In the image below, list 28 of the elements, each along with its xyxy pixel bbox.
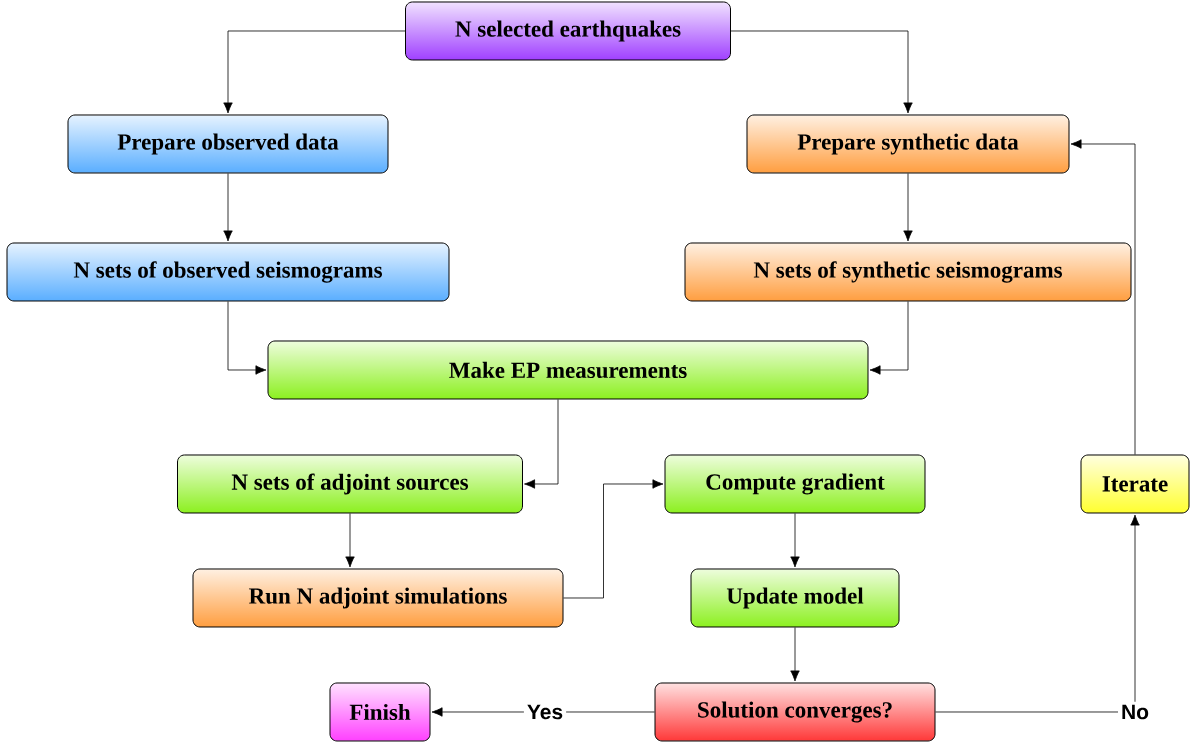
process-box: Finish	[329, 682, 431, 742]
arrow	[1070, 139, 1136, 455]
edge-label: Yes	[523, 701, 567, 723]
arrow	[524, 399, 559, 489]
arrow	[563, 479, 664, 599]
process-box: N sets of adjoint sources	[177, 454, 523, 514]
arrow	[903, 173, 913, 242]
process-box: Run N adjoint simulations	[192, 568, 564, 628]
arrow	[935, 514, 1140, 713]
process-box: Make EP measurements	[267, 340, 869, 400]
arrow	[223, 173, 233, 242]
process-box: N selected earthquakes	[405, 1, 731, 61]
process-box: Iterate	[1080, 454, 1190, 514]
arrow	[730, 30, 913, 114]
arrow	[345, 513, 355, 568]
process-box: Prepare synthetic data	[746, 114, 1070, 174]
process-box: Update model	[690, 568, 900, 628]
process-box: Prepare observed data	[67, 114, 389, 174]
arrow	[223, 30, 406, 114]
arrow	[227, 301, 267, 375]
arrow	[869, 301, 909, 375]
arrow	[790, 627, 800, 682]
process-box: N sets of observed seismograms	[6, 242, 450, 302]
edge-label: No	[1118, 701, 1152, 723]
arrow	[790, 513, 800, 568]
process-box: Solution converges?	[654, 682, 936, 742]
process-box: N sets of synthetic seismograms	[684, 242, 1132, 302]
process-box: Compute gradient	[664, 454, 926, 514]
